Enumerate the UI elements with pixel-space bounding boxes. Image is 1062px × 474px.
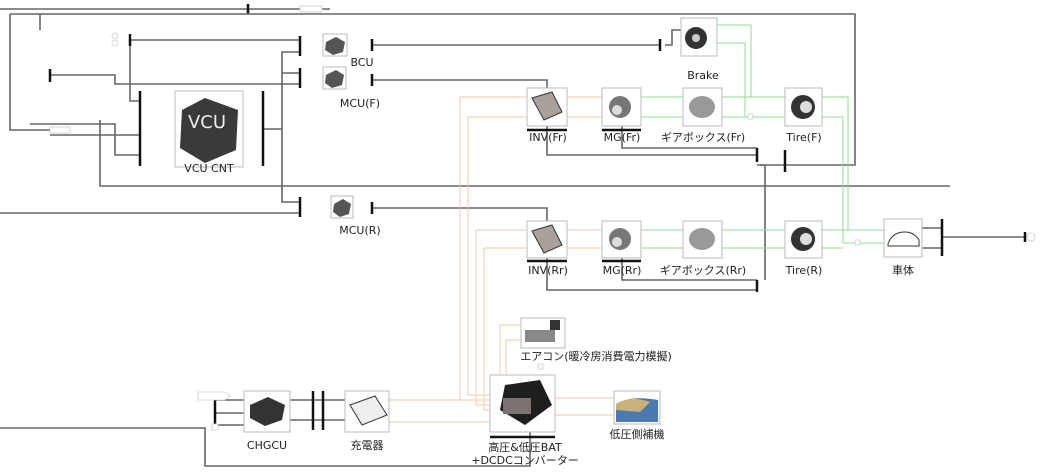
inv-rr-block[interactable]: INV(Rr) <box>526 220 568 277</box>
mcu-r-label: MCU(R) <box>339 224 380 237</box>
mg-rr-label: MG(Rr) <box>603 264 642 277</box>
gearbox-rr-label: ギアボックス(Rr) <box>660 264 746 277</box>
input-port-icon <box>111 39 119 47</box>
brake-label: Brake <box>687 69 719 82</box>
tire-r-block[interactable]: Tire(R) <box>784 220 823 277</box>
gearbox-fr-block[interactable]: ギアボックス(Fr) <box>661 87 745 144</box>
mg-fr-block[interactable]: MG(Fr) <box>601 87 642 144</box>
vehicle-body-block[interactable]: 車体 <box>883 218 923 277</box>
bcu-label: BCU <box>350 56 373 69</box>
signal-lines <box>0 4 1036 467</box>
lv-aux-label: 低圧側補機 <box>610 427 665 441</box>
aircon-block[interactable]: エアコン(暖冷房消費電力模擬) <box>520 317 672 370</box>
chgcu-block[interactable]: CHGCU <box>197 390 291 452</box>
inv-fr-label: INV(Fr) <box>529 131 567 144</box>
mcu-r-block[interactable]: MCU(R) <box>330 195 381 237</box>
gearbox-fr-label: ギアボックス(Fr) <box>661 131 745 144</box>
tire-r-label: Tire(R) <box>785 264 823 277</box>
mcu-f-block[interactable]: MCU(F) <box>322 66 380 110</box>
battery-label-line2: +DCDCコンバーター <box>471 454 579 467</box>
input-port-icon <box>111 32 119 40</box>
vcu-icon-text: VCU <box>188 112 226 133</box>
tire-f-block[interactable]: Tire(F) <box>784 87 823 144</box>
electrical-lines <box>389 96 614 423</box>
vcu-label: VCU CNT <box>184 162 234 175</box>
battery-label-line1: 高圧&低圧BAT <box>488 440 562 454</box>
charger-label: 充電器 <box>351 438 384 452</box>
gearbox-rr-block[interactable]: ギアボックス(Rr) <box>660 220 746 277</box>
charger-block[interactable]: 充電器 <box>344 390 390 452</box>
vehicle-body-label: 車体 <box>892 263 914 277</box>
mg-rr-block[interactable]: MG(Rr) <box>601 220 642 277</box>
bcu-block[interactable]: BCU <box>322 33 374 69</box>
vcu-block[interactable]: VCU VCU CNT <box>174 90 244 175</box>
mcu-f-label: MCU(F) <box>340 97 380 110</box>
brake-block[interactable]: Brake <box>680 17 719 82</box>
battery-dcdc-block[interactable]: 高圧&低圧BAT +DCDCコンバーター <box>471 374 579 467</box>
chgcu-label: CHGCU <box>247 439 287 452</box>
mechanical-lines <box>641 24 884 249</box>
top-terminator <box>299 5 323 13</box>
aircon-label: エアコン(暖冷房消費電力模擬) <box>520 349 672 363</box>
tire-f-label: Tire(F) <box>785 131 821 144</box>
mg-fr-label: MG(Fr) <box>604 131 641 144</box>
bus-bars <box>48 34 1027 439</box>
lv-aux-block[interactable]: 低圧側補機 <box>610 390 665 441</box>
inv-fr-block[interactable]: INV(Fr) <box>526 87 568 144</box>
inv-rr-label: INV(Rr) <box>528 264 568 277</box>
